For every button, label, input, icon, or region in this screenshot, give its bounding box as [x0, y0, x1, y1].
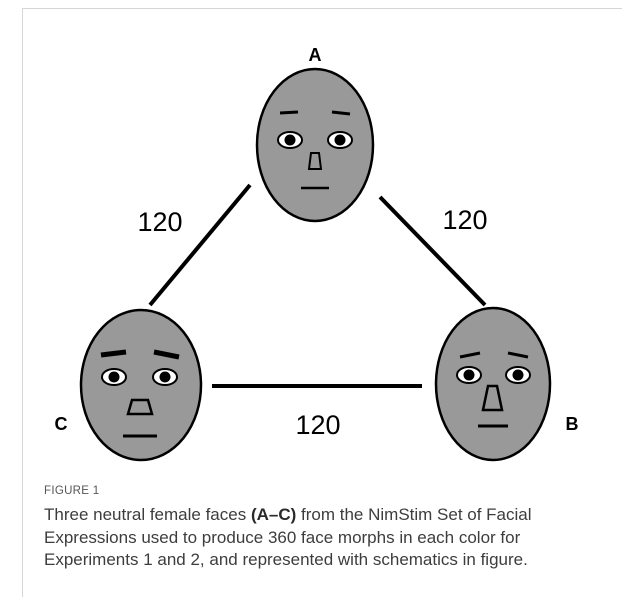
- frame-top-border: [22, 8, 622, 9]
- edge-a-c: [148, 183, 252, 307]
- face-b-left-brow: [459, 351, 481, 359]
- face-b-left-pupil: [463, 369, 475, 381]
- face-c-nose: [126, 398, 154, 416]
- vertex-label-c: C: [55, 414, 68, 434]
- face-c: [79, 308, 203, 462]
- caption-text-start: Three neutral female faces: [44, 505, 251, 524]
- figure-caption: Three neutral female faces (A–C) from th…: [44, 504, 614, 572]
- caption-text-end: from the NimStim Set of Facial Expressio…: [44, 505, 532, 569]
- face-b: [434, 306, 552, 462]
- face-b-right-brow: [507, 351, 529, 359]
- face-c-left-brow: [100, 349, 127, 358]
- face-a-right-brow: [331, 110, 351, 116]
- face-a-nose: [307, 152, 323, 170]
- face-c-head: [79, 308, 203, 462]
- edge-label-ac: 120: [137, 207, 182, 237]
- face-a: [255, 67, 375, 223]
- edge-label-cb: 120: [295, 410, 340, 440]
- face-c-right-pupil: [159, 371, 171, 383]
- face-triangle-diagram: 120 120 120 A B C: [55, 45, 579, 462]
- face-b-head: [434, 306, 552, 462]
- face-a-right-pupil: [334, 134, 346, 146]
- edge-a-b: [378, 195, 487, 307]
- face-a-head: [255, 67, 375, 223]
- vertex-label-b: B: [566, 414, 579, 434]
- face-a-left-pupil: [284, 134, 296, 146]
- face-c-right-brow: [153, 349, 180, 360]
- face-b-nose: [481, 384, 504, 412]
- edge-label-ab: 120: [442, 205, 487, 235]
- caption-panel-reference: (A–C): [250, 505, 297, 524]
- vertex-label-a: A: [309, 45, 322, 65]
- face-a-left-brow: [279, 110, 299, 115]
- face-c-left-pupil: [108, 371, 120, 383]
- frame-left-border: [22, 8, 23, 597]
- face-b-right-pupil: [512, 369, 524, 381]
- figure-label: FIGURE 1: [44, 485, 100, 497]
